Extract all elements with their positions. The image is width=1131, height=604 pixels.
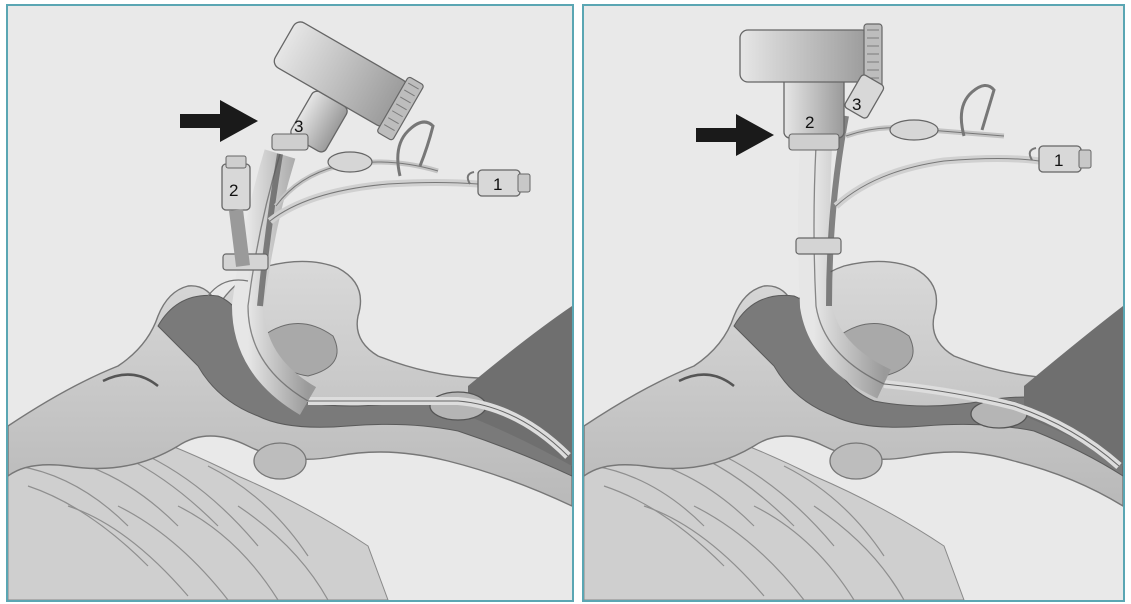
- label-3: 3: [852, 95, 861, 114]
- label-2: 2: [229, 181, 238, 200]
- drain-line: [270, 183, 478, 222]
- ear: [830, 443, 882, 479]
- pointer-arrow: [696, 114, 774, 156]
- clip: [961, 85, 994, 136]
- label-1: 1: [493, 175, 502, 194]
- pilot-balloon: [890, 120, 938, 140]
- right-panel: 2 3 1: [582, 4, 1125, 602]
- left-illustration: 2 1 3: [8, 6, 572, 600]
- pointer-arrow: [180, 100, 258, 142]
- left-panel: 2 1 3: [6, 4, 574, 602]
- pilot-balloon: [328, 152, 372, 172]
- right-illustration: 2 3 1: [584, 6, 1123, 600]
- label-2: 2: [805, 113, 814, 132]
- bite-block: [796, 238, 841, 254]
- ear: [254, 443, 306, 479]
- label-1: 1: [1054, 151, 1063, 170]
- label-3: 3: [294, 117, 303, 136]
- drain-line: [836, 159, 1039, 207]
